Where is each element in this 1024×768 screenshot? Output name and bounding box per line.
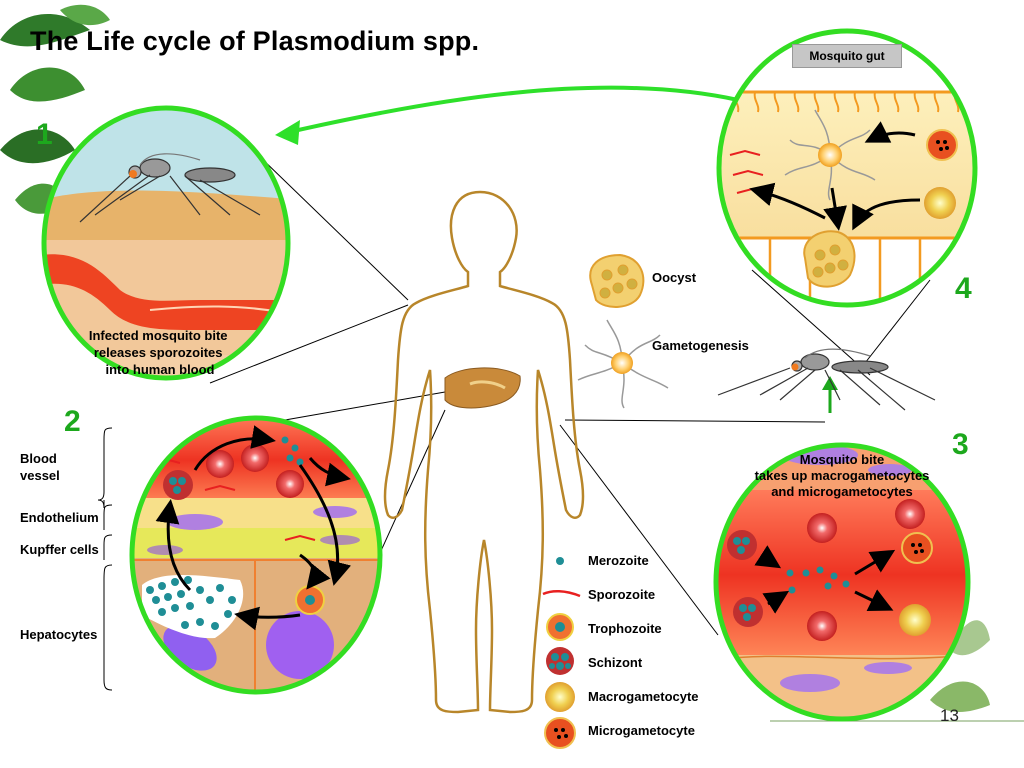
label-blood-vessel-line-1: Blood (20, 451, 57, 466)
page-number: 13 (940, 706, 959, 725)
merozoite-icon (556, 557, 564, 565)
label-gametogenesis: Gametogenesis (652, 338, 749, 353)
macrogametocyte-icon (545, 682, 575, 712)
panel-1-caption-line-3: into human blood (105, 362, 214, 377)
legend-label-merozoite: Merozoite (588, 553, 649, 568)
panel-1-caption-line-1: Infected mosquito bite (89, 328, 228, 343)
panel-3-ring (713, 442, 971, 722)
connector-lines (209, 154, 931, 636)
panel-1-caption: Infected mosquito bite releases sporozoi… (89, 328, 231, 377)
panel-2-liver-stage (97, 415, 383, 695)
label-endothelium: Endothelium (20, 510, 99, 525)
mosquito-icon-right (717, 348, 936, 411)
transmission-arrow (284, 85, 739, 135)
step-number-1: 1 (36, 118, 53, 151)
label-blood-vessel: Blood vessel (20, 450, 60, 484)
label-oocyst: Oocyst (652, 270, 697, 285)
schizont-icon (546, 647, 574, 675)
panel-4-ring (716, 28, 978, 308)
human-body-outline (383, 190, 585, 714)
step-number-4: 4 (955, 272, 972, 305)
panel-1-mosquito-bite: Infected mosquito bite releases sporozoi… (41, 105, 291, 381)
panel-2-ring (129, 415, 383, 695)
page-title: The Life cycle of Plasmodium spp. (30, 26, 480, 56)
leaf-decoration-bottom-right (770, 620, 1024, 722)
gametogenesis-icon (577, 319, 669, 409)
step-number-3: 3 (952, 428, 969, 461)
panel-3-caption-line-1: Mosquito bite (799, 452, 885, 467)
panel-1-ring (41, 105, 291, 381)
sporozoite-icon (542, 590, 581, 598)
label-hepatocytes: Hepatocytes (20, 627, 98, 642)
panel-2-flow-arrows (155, 425, 351, 631)
label-kupffer-cells: Kupffer cells (20, 542, 99, 557)
oocyst-icon (589, 253, 645, 308)
mosquito-gut-tag: Mosquito gut (792, 44, 902, 68)
step-number-2: 2 (64, 405, 81, 438)
legend-label-trophozoite: Trophozoite (588, 621, 662, 636)
panel-4-flow-arrows (749, 121, 921, 231)
legend-icons (542, 557, 581, 749)
legend-label-sporozoite: Sporozoite (588, 587, 656, 602)
panel-1-caption-line-2: releases sporozoites (94, 345, 223, 360)
legend-label-macrogametocyte: Macrogametocyte (588, 689, 699, 704)
legend-label-microgametocyte: Microgametocyte (588, 723, 695, 738)
panel-3-flow-arrows (754, 545, 896, 614)
transmission-arrowhead (275, 120, 300, 145)
trophozoite-icon (546, 613, 574, 641)
panel-2-brackets (97, 427, 113, 691)
panel-3-caption: Mosquito bite takes up macrogametocytes … (732, 452, 952, 500)
microgametocyte-icon (544, 717, 576, 749)
panel-4-mosquito-gut (716, 28, 978, 308)
liver-icon (444, 367, 521, 409)
panel-3-caption-line-3: and microgametocytes (771, 484, 913, 499)
label-blood-vessel-line-2: vessel (20, 468, 60, 483)
mosquito-icon (79, 153, 261, 223)
legend-label-schizont: Schizont (588, 655, 643, 670)
panel-3-caption-line-2: takes up macrogametocytes (754, 468, 930, 483)
